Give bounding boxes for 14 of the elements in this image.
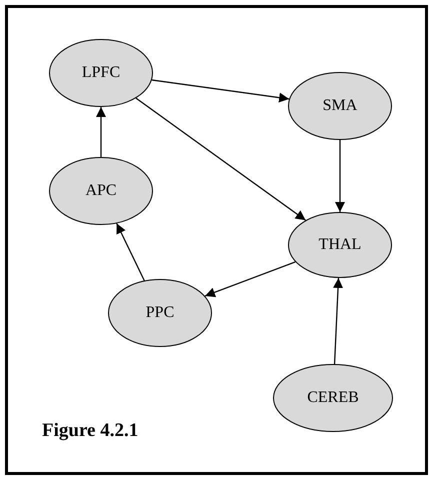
arrow bbox=[152, 79, 290, 103]
node-label: PPC bbox=[146, 304, 174, 322]
figure-caption: Figure 4.2.1 bbox=[42, 420, 138, 442]
arrow bbox=[136, 98, 306, 221]
node-label: CEREB bbox=[307, 389, 359, 407]
arrow bbox=[96, 107, 106, 157]
node-label: THAL bbox=[318, 236, 362, 254]
arrow bbox=[116, 223, 145, 281]
arrow bbox=[333, 278, 344, 364]
node-label: APC bbox=[85, 182, 117, 200]
node-label: SMA bbox=[322, 97, 358, 115]
node-label: LPFC bbox=[82, 64, 120, 82]
arrow bbox=[204, 261, 296, 298]
arrow bbox=[335, 140, 345, 212]
